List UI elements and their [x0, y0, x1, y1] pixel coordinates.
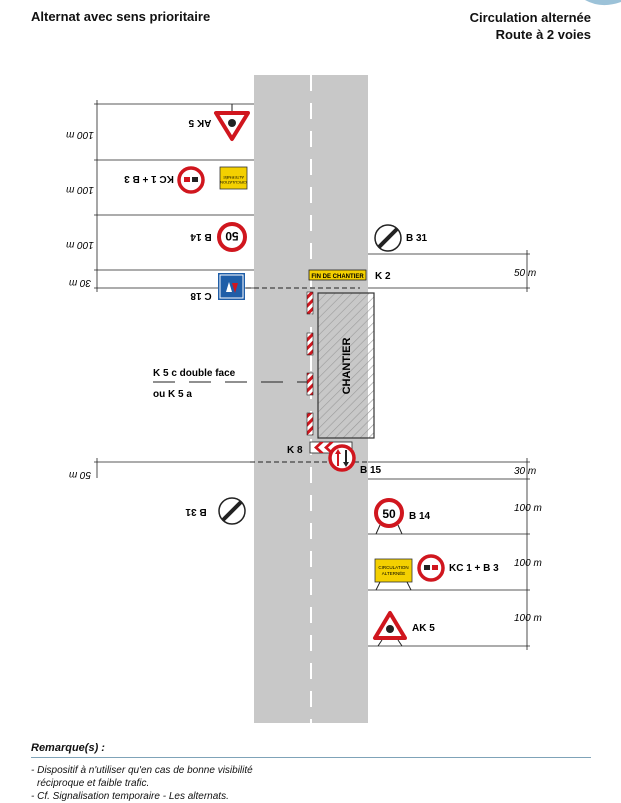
left-b14-label: B 14 — [190, 231, 212, 242]
left-dist-30m: 30 m — [69, 277, 91, 288]
right-kc1-panel-text-1: CIRCULATION — [378, 565, 408, 570]
chantier-zone — [317, 292, 375, 439]
right-k2-label: K 2 — [375, 271, 391, 282]
right-ak5-label: AK 5 — [412, 623, 435, 634]
remark-line-3: - Cf. Signalisation temporaire - Les alt… — [31, 791, 229, 802]
k5-alt-label: ou K 5 a — [153, 389, 192, 400]
left-c18-sign — [218, 273, 245, 300]
left-dist-50m: 50 m — [69, 469, 91, 480]
page-subtitle: Circulation alternée Route à 2 voies — [470, 9, 591, 43]
k5-cones — [306, 291, 314, 436]
right-ak5-sign — [373, 611, 407, 647]
remarks-title: Remarque(s) : — [31, 742, 591, 758]
right-k8-label: K 8 — [287, 445, 303, 456]
left-kc1-panel-text-1: CIRCULATION — [220, 180, 247, 185]
left-ak5-sign — [214, 104, 250, 141]
corner-decoration — [585, 0, 621, 6]
left-dist-100m-1: 100 m — [66, 129, 94, 140]
remark-line-1: - Dispositif à n'utiliser qu'en cas de b… — [31, 765, 253, 776]
left-b3-sign — [177, 166, 205, 194]
left-dist-100m-2: 100 m — [66, 184, 94, 195]
chantier-label: CHANTIER — [341, 338, 353, 395]
left-b31-label: B 31 — [185, 506, 207, 517]
right-b15-sign — [328, 444, 356, 472]
right-dimension-lines — [368, 250, 530, 650]
left-ak5-label: AK 5 — [188, 117, 211, 128]
right-b15-label: B 15 — [360, 465, 382, 476]
signage-diagram: 100 m 100 m 100 m 30 m 50 m AK 5 CIRCULA… — [66, 75, 542, 723]
right-dist-50m: 50 m — [514, 268, 536, 279]
right-dist-30m: 30 m — [514, 466, 536, 477]
right-b14-sign: 50 — [374, 498, 404, 535]
left-b14-sign: 50 — [217, 222, 247, 252]
left-b14-speed: 50 — [225, 229, 239, 243]
remarks-section: Remarque(s) : - Dispositif à n'utiliser … — [31, 742, 591, 803]
right-b31-sign — [374, 224, 402, 252]
right-dist-100m-1: 100 m — [514, 503, 542, 514]
right-b14-label: B 14 — [409, 511, 431, 522]
remark-line-2: réciproque et faible trafic. — [37, 778, 150, 789]
worker-icon — [386, 625, 394, 633]
left-kc1-panel-text-2: ALTERNÉE — [223, 175, 244, 180]
worker-icon — [228, 119, 236, 127]
page-title: Alternat avec sens prioritaire — [31, 9, 211, 24]
subtitle-line-2: Route à 2 voies — [495, 27, 591, 42]
right-k2-panel: FIN DE CHANTIER — [308, 269, 367, 281]
right-k2-panel-text: FIN DE CHANTIER — [311, 274, 364, 280]
right-kc1-b3-label: KC 1 + B 3 — [449, 563, 499, 574]
subtitle-line-1: Circulation alternée — [469, 10, 591, 25]
left-b31-sign — [218, 497, 246, 525]
right-b14-speed: 50 — [382, 507, 396, 521]
right-dist-100m-2: 100 m — [514, 558, 542, 569]
left-kc1-b3-label: KC 1 + B 3 — [124, 173, 174, 184]
right-kc1-panel: CIRCULATION ALTERNÉE — [374, 558, 413, 591]
right-b3-sign — [417, 554, 445, 582]
right-b31-label: B 31 — [406, 233, 428, 244]
right-kc1-panel-text-2: ALTERNÉE — [382, 570, 405, 576]
right-dist-100m-3: 100 m — [514, 613, 542, 624]
left-dist-100m-3: 100 m — [66, 239, 94, 250]
left-c18-label: C 18 — [190, 290, 212, 301]
left-kc1-panel: CIRCULATION ALTERNÉE — [219, 166, 248, 190]
k5-label: K 5 c double face — [153, 368, 236, 379]
